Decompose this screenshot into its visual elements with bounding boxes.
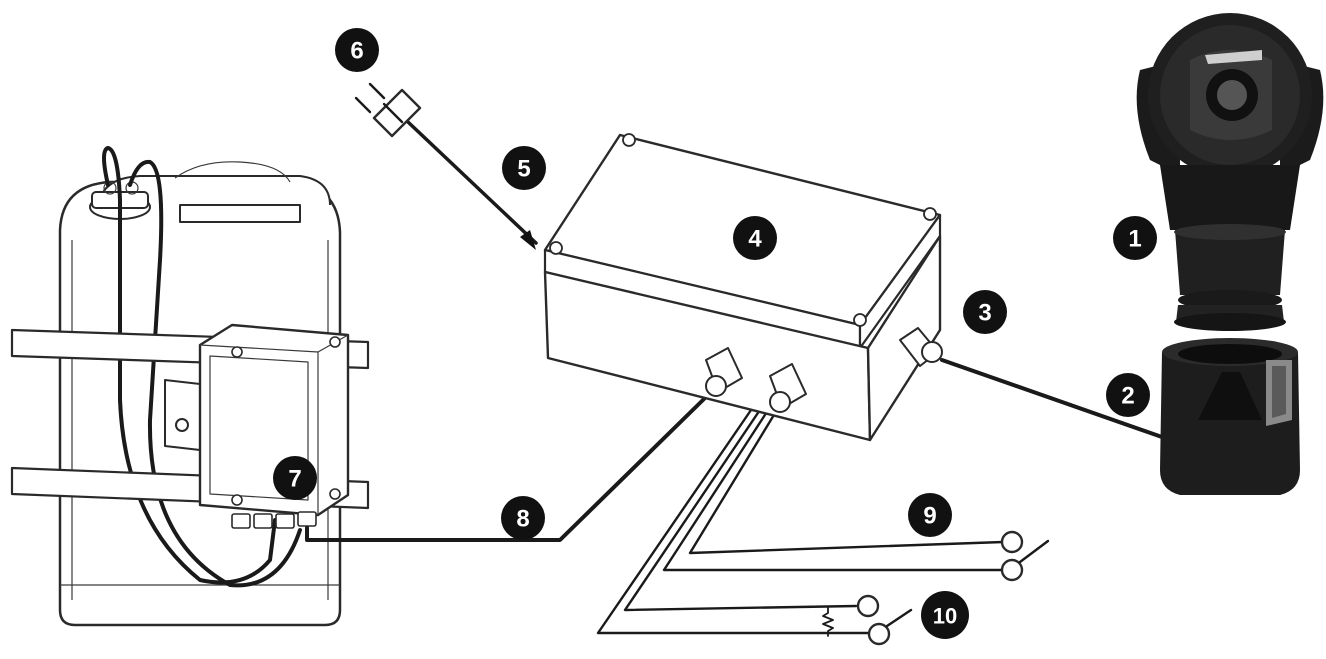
callout-1: 1 [1113, 216, 1157, 260]
callout-label: 7 [288, 466, 301, 493]
power-cable [406, 120, 538, 245]
pump-box-icon [198, 323, 350, 529]
cable-8 [305, 396, 707, 542]
callout-6: 6 [335, 28, 379, 72]
callout-3: 3 [963, 290, 1007, 334]
ptz-camera-icon [1136, 13, 1324, 331]
callout-2: 2 [1106, 373, 1150, 417]
wall-bracket [164, 379, 201, 451]
junction-box-icon [543, 133, 942, 442]
callout-label: 5 [517, 156, 530, 183]
cable-gland-icon [705, 327, 943, 413]
power-plug-icon [354, 82, 422, 138]
callout-label: 3 [978, 300, 991, 327]
callout-label: 9 [923, 503, 936, 530]
callout-label: 1 [1128, 226, 1141, 253]
resistor-icon [822, 607, 834, 637]
camera-mount-icon [1160, 338, 1300, 495]
callout-label: 2 [1121, 383, 1134, 410]
callout-5: 5 [502, 146, 546, 190]
callout-label: 10 [933, 604, 957, 629]
switch-contact-icon [1000, 530, 1050, 582]
callout-9: 9 [908, 493, 952, 537]
callout-label: 4 [748, 226, 762, 253]
relay-contact-icon [856, 594, 913, 646]
camera-cable [940, 358, 1184, 446]
callout-label: 6 [350, 38, 363, 65]
callout-label: 8 [516, 506, 529, 533]
callout-10: 10 [921, 591, 969, 639]
callout-4: 4 [733, 216, 777, 260]
callout-8: 8 [501, 496, 545, 540]
callout-7: 7 [273, 456, 317, 500]
contact-wiring [596, 392, 1005, 635]
arrow-to-box [520, 230, 536, 250]
